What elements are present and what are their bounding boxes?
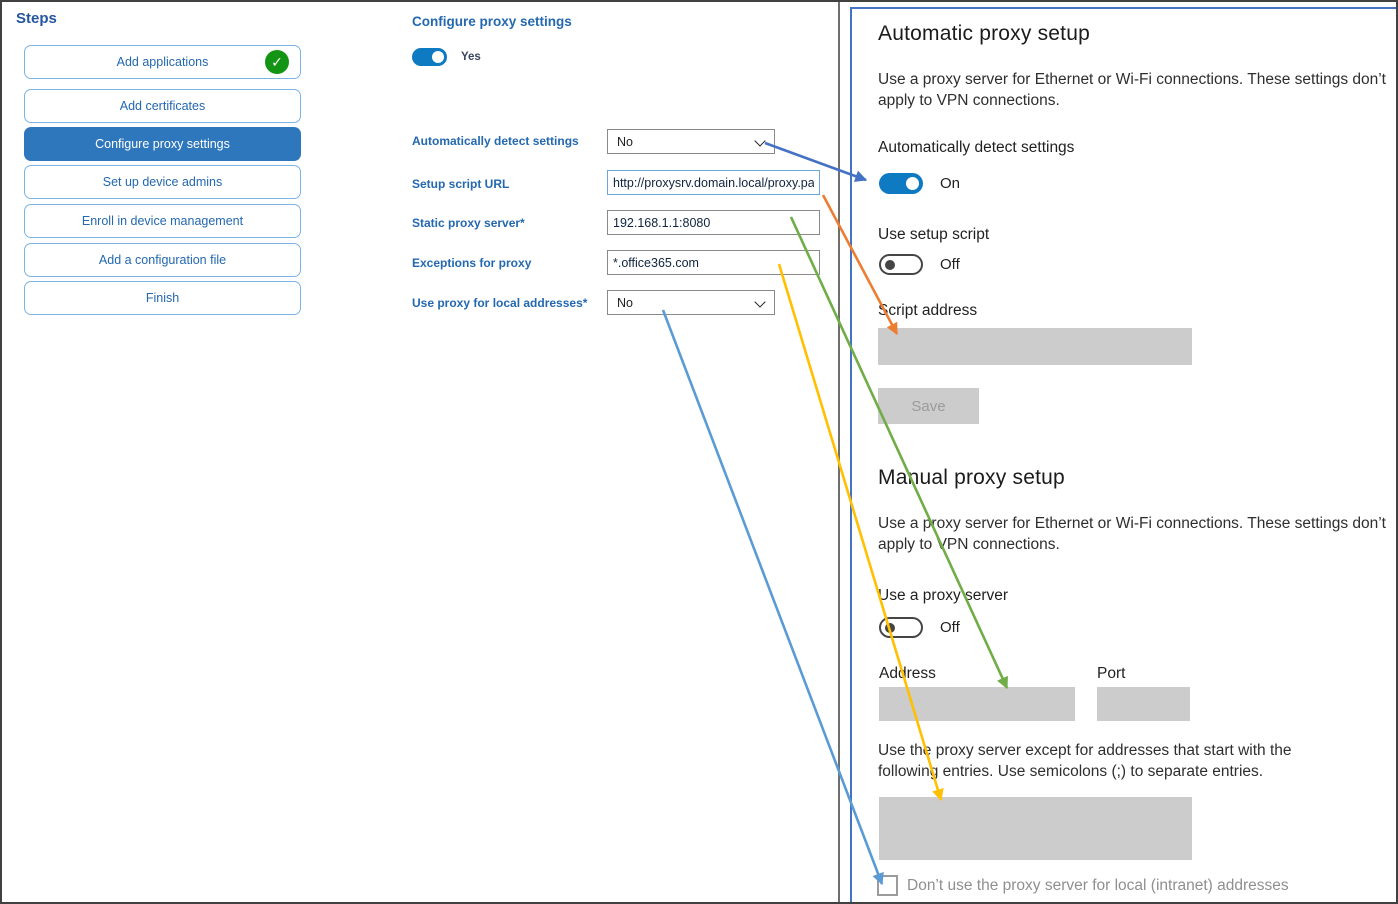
script-address-label: Script address: [878, 302, 978, 319]
use-setup-script-toggle[interactable]: [879, 254, 923, 275]
section-divider: [838, 2, 840, 902]
step-set-up-device-admins[interactable]: Set up device admins: [24, 165, 301, 199]
exceptions-for-proxy-input[interactable]: [607, 250, 820, 275]
completed-check-icon: ✓: [265, 50, 289, 74]
field-label-use-proxy-local: Use proxy for local addresses*: [412, 296, 588, 310]
step-label: Enroll in device management: [81, 213, 244, 228]
use-proxy-server-state: Off: [940, 619, 960, 636]
step-add-configuration-file[interactable]: Add a configuration file: [24, 243, 301, 277]
automatic-proxy-description: Use a proxy server for Ethernet or Wi-Fi…: [878, 71, 1386, 109]
dropdown-value: No: [617, 134, 633, 149]
step-label: Add applications: [116, 54, 209, 69]
field-label-setup-script-url: Setup script URL: [412, 177, 510, 191]
detect-settings-toggle[interactable]: [879, 173, 923, 194]
steps-heading: Steps: [16, 10, 57, 27]
use-setup-script-state: Off: [940, 256, 960, 273]
step-label: Finish: [145, 290, 180, 305]
windows-proxy-settings-panel: Automatic proxy setup Use a proxy server…: [850, 7, 1396, 902]
step-label: Set up device admins: [102, 174, 223, 189]
field-label-exceptions-for-proxy: Exceptions for proxy: [412, 256, 532, 270]
address-label: Address: [879, 665, 936, 682]
configure-proxy-toggle[interactable]: [412, 48, 447, 66]
step-add-applications[interactable]: Add applications ✓: [24, 45, 301, 79]
manual-address-box[interactable]: [879, 687, 1075, 721]
manual-proxy-heading: Manual proxy setup: [878, 466, 1065, 489]
detect-settings-label: Automatically detect settings: [878, 139, 1075, 156]
field-label-detect-settings: Automatically detect settings: [412, 134, 579, 148]
use-proxy-local-dropdown[interactable]: No: [607, 290, 775, 315]
automatically-detect-settings-dropdown[interactable]: No: [607, 129, 775, 154]
dropdown-value: No: [617, 295, 633, 310]
local-intranet-checkbox-label: Don’t use the proxy server for local (in…: [907, 877, 1289, 894]
step-add-certificates[interactable]: Add certificates: [24, 89, 301, 123]
step-finish[interactable]: Finish: [24, 281, 301, 315]
manual-proxy-description: Use a proxy server for Ethernet or Wi-Fi…: [878, 515, 1386, 553]
field-label-static-proxy-server: Static proxy server*: [412, 216, 525, 230]
automatic-proxy-heading: Automatic proxy setup: [878, 22, 1090, 45]
page-title: Configure proxy settings: [412, 14, 572, 29]
local-intranet-checkbox[interactable]: [877, 875, 898, 896]
save-button[interactable]: Save: [878, 388, 979, 424]
static-proxy-server-input[interactable]: [607, 210, 820, 235]
manual-exceptions-box[interactable]: [879, 797, 1192, 860]
configure-proxy-toggle-state: Yes: [461, 51, 481, 63]
setup-script-url-input[interactable]: [607, 170, 820, 195]
port-label: Port: [1097, 665, 1126, 682]
step-label: Add certificates: [119, 98, 206, 113]
use-proxy-server-toggle[interactable]: [879, 617, 923, 638]
script-address-box[interactable]: [878, 328, 1192, 365]
manual-port-box[interactable]: [1097, 687, 1190, 721]
step-configure-proxy-settings[interactable]: Configure proxy settings: [24, 127, 301, 161]
step-label: Add a configuration file: [98, 252, 227, 267]
step-enroll-device-management[interactable]: Enroll in device management: [24, 204, 301, 238]
detect-settings-state: On: [940, 175, 961, 192]
exceptions-description: Use the proxy server except for addresse…: [878, 742, 1292, 780]
chevron-down-icon: [756, 135, 765, 144]
use-proxy-server-label: Use a proxy server: [878, 587, 1009, 604]
use-setup-script-label: Use setup script: [878, 226, 990, 243]
step-label: Configure proxy settings: [95, 136, 230, 151]
chevron-down-icon: [756, 296, 765, 305]
